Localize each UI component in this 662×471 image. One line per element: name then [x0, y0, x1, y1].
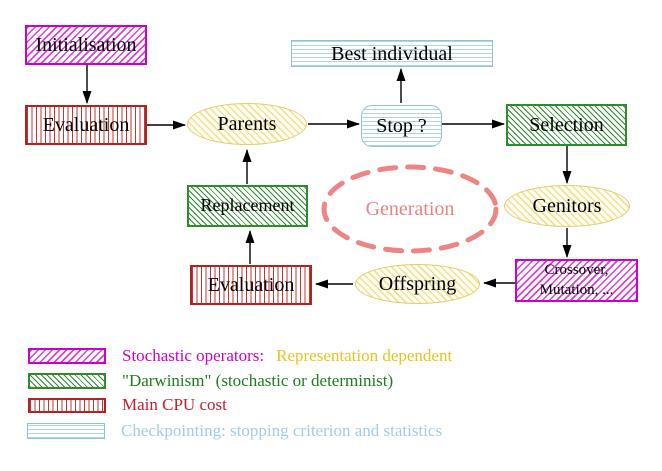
node-crossover-line1: Crossover,	[544, 262, 609, 278]
legend-swatch-darwinism	[28, 373, 106, 389]
legend-swatch-stochastic	[28, 348, 106, 364]
node-offspring-label: Offspring	[378, 273, 457, 295]
node-crossover-mutation: Crossover, Mutation, ...	[515, 259, 638, 302]
node-crossover-line2: Mutation, ...	[539, 281, 614, 298]
generation-loop-label: Generation	[350, 196, 470, 222]
legend-row-cpu-cost: Main CPU cost	[28, 395, 227, 414]
node-best-individual: Best individual	[291, 40, 493, 67]
node-genitors: Genitors	[504, 185, 630, 227]
legend-row-stochastic: Stochastic operators: Representation dep…	[28, 346, 453, 365]
legend-label-representation: Representation dependent	[276, 346, 453, 365]
node-offspring: Offspring	[355, 264, 480, 304]
legend-label-cpu-cost: Main CPU cost	[122, 395, 227, 414]
node-best-individual-label: Best individual	[331, 42, 453, 65]
node-evaluation-top-label: Evaluation	[42, 114, 130, 136]
node-evaluation-bottom: Evaluation	[190, 265, 312, 305]
node-stop: Stop ?	[361, 105, 442, 147]
node-parents-label: Parents	[217, 113, 277, 135]
node-initialisation: Initialisation	[25, 25, 147, 65]
node-replacement-label: Replacement	[200, 195, 295, 216]
node-stop-label: Stop ?	[376, 115, 427, 137]
legend-label-checkpointing: Checkpointing: stopping criterion and st…	[121, 421, 443, 440]
node-selection: Selection	[506, 104, 627, 146]
legend-swatch-cpu-cost	[28, 397, 106, 413]
node-selection-label: Selection	[529, 114, 604, 136]
generation-text: Generation	[365, 198, 455, 220]
legend-label-stochastic: Stochastic operators:	[122, 346, 265, 365]
legend-row-darwinism: "Darwinism" (stochastic or determinist)	[28, 371, 394, 390]
node-evaluation-bottom-label: Evaluation	[207, 274, 295, 296]
legend-row-checkpointing: Checkpointing: stopping criterion and st…	[27, 421, 443, 440]
node-genitors-label: Genitors	[532, 195, 602, 217]
node-initialisation-label: Initialisation	[35, 34, 137, 56]
legend-label-darwinism: "Darwinism" (stochastic or determinist)	[122, 371, 394, 390]
node-evaluation-top: Evaluation	[25, 105, 147, 145]
node-parents: Parents	[187, 103, 307, 145]
node-replacement: Replacement	[187, 185, 308, 227]
legend-swatch-checkpointing	[27, 423, 105, 439]
